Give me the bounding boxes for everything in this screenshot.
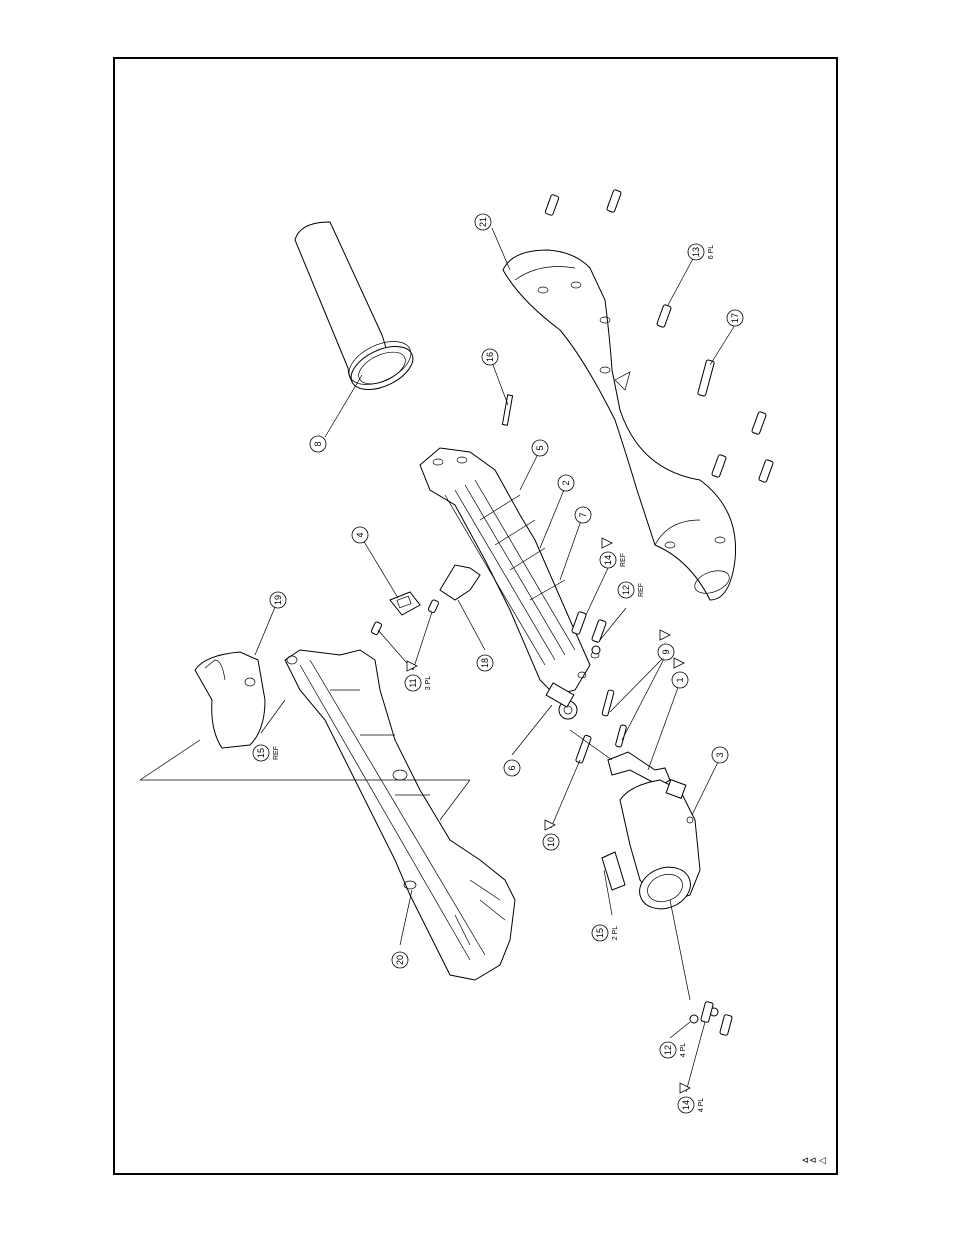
part-15-shim xyxy=(601,851,626,891)
svg-text:10: 10 xyxy=(546,837,556,847)
svg-text:19: 19 xyxy=(273,595,283,605)
svg-text:14: 14 xyxy=(681,1100,691,1110)
svg-text:15: 15 xyxy=(595,928,605,938)
part-18-bracket xyxy=(439,564,481,601)
part-12-14-fasteners xyxy=(689,1001,733,1036)
callout-19: 19 xyxy=(269,591,287,609)
svg-text:2: 2 xyxy=(561,480,571,485)
callout-5: 5 xyxy=(531,439,549,457)
callout-3: 3 xyxy=(711,746,729,764)
corner-mark: ⊲⊲ ◁ xyxy=(801,1155,826,1165)
callout-6: 6 xyxy=(503,759,521,777)
part-19-cover xyxy=(194,651,266,749)
part-10-screw xyxy=(575,734,592,764)
svg-text:3 PL: 3 PL xyxy=(425,676,432,691)
part-13-screws xyxy=(544,189,774,483)
callout-12-ref: 12 REF xyxy=(617,581,645,599)
callout-17: 17 xyxy=(726,309,744,327)
callout-11: 11 3 PL xyxy=(404,660,432,692)
svg-text:12: 12 xyxy=(621,585,631,595)
callout-2: 2 xyxy=(557,474,575,492)
part-6-gear xyxy=(545,682,578,720)
svg-text:4: 4 xyxy=(355,532,365,537)
callout-16: 16 xyxy=(481,348,499,366)
assembly-guide-lines xyxy=(139,729,691,1001)
svg-text:11: 11 xyxy=(408,678,418,687)
svg-text:1: 1 xyxy=(675,677,685,682)
callout-15-2pl: 15 2 PL xyxy=(591,924,619,942)
svg-text:4 PL: 4 PL xyxy=(698,1098,705,1113)
svg-text:21: 21 xyxy=(478,217,488,227)
part-4-switch xyxy=(389,591,421,616)
part-1-lever xyxy=(607,751,671,787)
callout-4: 4 xyxy=(351,526,369,544)
svg-text:2 PL: 2 PL xyxy=(612,926,619,941)
svg-text:16: 16 xyxy=(485,352,495,362)
callout-18: 18 xyxy=(476,654,494,672)
svg-text:20: 20 xyxy=(395,955,405,965)
callout-15-ref: 15 REF xyxy=(252,744,280,762)
part-11-screws xyxy=(370,599,440,635)
part-21-housing-half xyxy=(502,249,737,601)
part-12-washers xyxy=(571,611,607,655)
svg-text:14: 14 xyxy=(603,555,613,565)
svg-text:13: 13 xyxy=(691,247,701,257)
drawing-frame xyxy=(113,57,838,1175)
svg-text:12: 12 xyxy=(663,1045,673,1055)
svg-text:18: 18 xyxy=(480,658,490,668)
part-17-pin xyxy=(697,359,715,397)
callout-7: 7 xyxy=(574,506,592,524)
svg-text:REF: REF xyxy=(273,746,280,760)
part-16-dowel xyxy=(501,394,514,426)
part-8-sleeve xyxy=(294,221,414,390)
callout-leaders xyxy=(254,227,736,1093)
callout-1: 1 xyxy=(671,657,689,689)
svg-text:REF: REF xyxy=(620,553,627,567)
svg-text:7: 7 xyxy=(578,512,588,517)
part-5-motor-assembly xyxy=(419,447,600,696)
part-3-gear-case xyxy=(619,779,701,910)
svg-text:8: 8 xyxy=(313,441,323,446)
callout-13: 13 6 PL xyxy=(687,243,715,261)
svg-text:15: 15 xyxy=(256,748,266,758)
callout-12-4pl: 12 4 PL xyxy=(659,1041,687,1059)
callout-9: 9 xyxy=(657,629,675,661)
callout-10: 10 xyxy=(542,819,560,851)
callout-14-ref: 14 REF xyxy=(599,537,627,569)
svg-text:6: 6 xyxy=(507,765,517,770)
svg-text:9: 9 xyxy=(661,649,671,654)
callout-14-4pl: 14 4 PL xyxy=(677,1082,705,1114)
svg-text:3: 3 xyxy=(715,752,725,757)
callout-21: 21 xyxy=(474,213,492,231)
svg-text:6 PL: 6 PL xyxy=(708,245,715,260)
svg-text:REF: REF xyxy=(638,583,645,597)
callout-8: 8 xyxy=(309,435,327,453)
svg-text:5: 5 xyxy=(535,445,545,450)
callout-20: 20 xyxy=(391,951,409,969)
svg-text:17: 17 xyxy=(730,313,740,323)
part-20-housing-half xyxy=(284,649,516,981)
svg-text:4 PL: 4 PL xyxy=(680,1043,687,1058)
